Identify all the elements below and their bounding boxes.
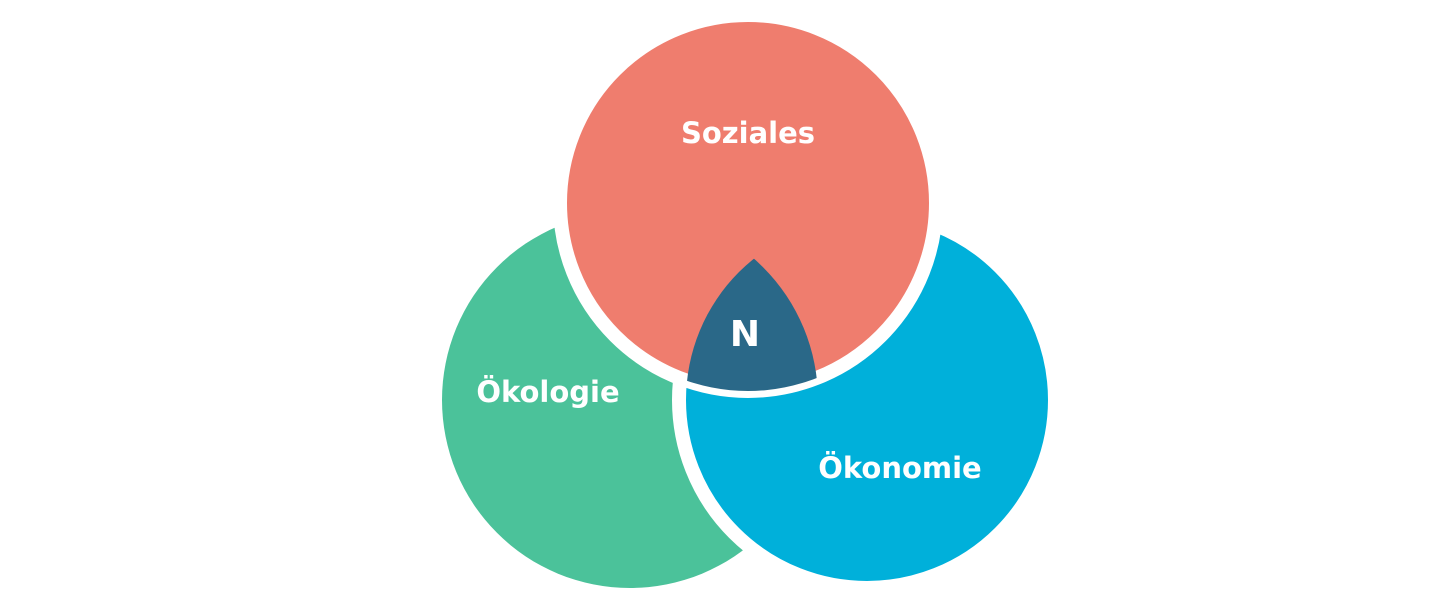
center-intersection bbox=[686, 219, 818, 391]
label-oekologie: Ökologie bbox=[476, 375, 619, 409]
label-oekonomie: Ökonomie bbox=[818, 451, 981, 485]
label-center: N bbox=[730, 314, 760, 355]
label-soziales: Soziales bbox=[681, 116, 815, 150]
